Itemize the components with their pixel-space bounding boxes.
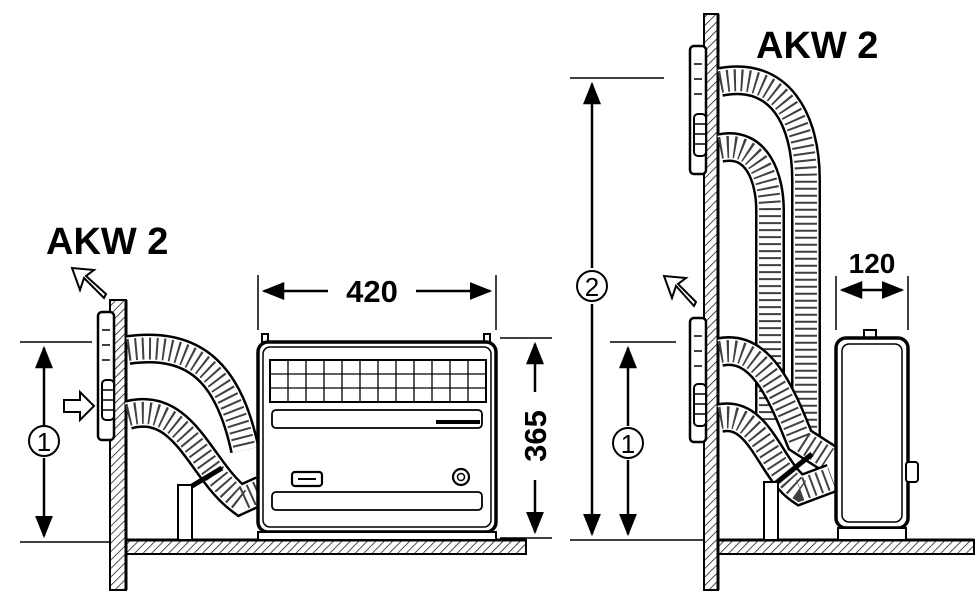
exhaust-arrow-right: [662, 274, 698, 308]
exhaust-arrow: [70, 266, 108, 300]
heater-grille: [270, 360, 486, 402]
width-value: 420: [346, 274, 398, 309]
dimension-1-left: 1: [20, 341, 110, 543]
dimension-2-right: 2: [570, 77, 704, 541]
depth-value: 120: [849, 248, 896, 279]
marker-one-right: 1: [621, 429, 635, 459]
left-wall-terminal: [96, 310, 116, 442]
dimension-depth: 120: [835, 248, 909, 330]
right-low-flue-pipes: [717, 336, 838, 541]
right-floor: [717, 538, 975, 555]
right-heater-side: [834, 329, 919, 541]
marker-one-left: 1: [37, 427, 51, 457]
right-lower-terminal: [688, 316, 708, 444]
dimension-height: 365: [500, 337, 553, 539]
intake-arrow: [63, 389, 96, 423]
right-unit-label: AKW 2: [756, 25, 878, 67]
right-wall: [703, 13, 720, 591]
dimension-width: 420: [257, 274, 497, 330]
right-scene: 2 1 120 AKW 2: [570, 13, 975, 591]
right-tall-flue-pipes: [716, 65, 821, 440]
left-heater: [256, 333, 498, 541]
marker-two-right: 2: [585, 272, 599, 302]
left-scene: 1 420 365 AKW 2: [20, 221, 553, 591]
dimension-1-right: 1: [610, 341, 676, 537]
left-flue-pipes: [124, 333, 269, 541]
left-unit-label: AKW 2: [46, 221, 168, 263]
height-value: 365: [518, 410, 553, 462]
left-floor: [125, 538, 527, 555]
right-upper-terminal: [688, 44, 708, 176]
